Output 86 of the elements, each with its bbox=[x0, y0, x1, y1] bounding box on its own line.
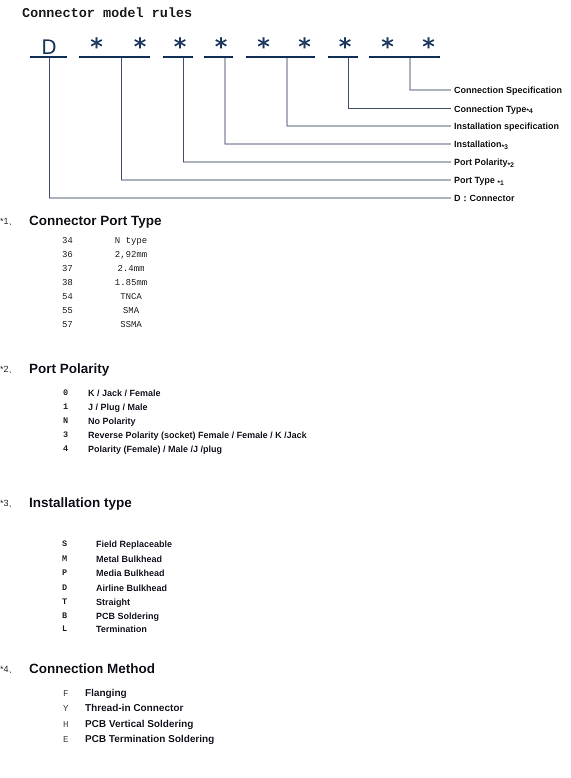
meaning-text: Flanging bbox=[85, 688, 127, 700]
meaning-text: Media Bulkhead bbox=[96, 568, 165, 578]
code-text: 38 bbox=[62, 278, 73, 288]
underline-bar bbox=[369, 56, 440, 58]
meaning-text: N type bbox=[114, 236, 148, 246]
section-heading: Installation type bbox=[29, 495, 132, 511]
meaning-text: Metal Bulkhead bbox=[96, 554, 162, 564]
footnote-mark: *3、 bbox=[0, 497, 18, 509]
code-character: * bbox=[422, 38, 435, 56]
code-text: E bbox=[63, 734, 68, 746]
meaning-text: Straight bbox=[96, 596, 130, 608]
meaning-text: J / Plug / Male bbox=[88, 402, 148, 412]
meaning-text: PCB Termination Soldering bbox=[85, 734, 214, 746]
leader-line bbox=[348, 58, 452, 109]
underline-bar bbox=[79, 56, 150, 58]
underline-bar bbox=[246, 56, 315, 58]
code-character: * bbox=[381, 38, 394, 56]
code-text: 57 bbox=[62, 320, 73, 330]
field-label: Port Polarity$_{*2}$ bbox=[451, 156, 514, 168]
section-heading: Connector Port Type bbox=[29, 213, 162, 229]
code-character: * bbox=[214, 38, 228, 56]
meaning-text: No Polarity bbox=[88, 416, 136, 426]
section-heading: Port Polarity bbox=[29, 361, 110, 377]
code-text: T bbox=[62, 596, 68, 608]
code-text: F bbox=[63, 688, 68, 700]
leader-line bbox=[183, 58, 452, 162]
code-text: D bbox=[62, 582, 68, 594]
meaning-text: Thread-in Connector bbox=[85, 703, 184, 715]
code-text: H bbox=[63, 719, 68, 731]
field-label: D：Connector bbox=[451, 192, 514, 204]
underline-bar bbox=[328, 56, 358, 58]
meaning-text: TNCA bbox=[120, 292, 142, 302]
leader-line bbox=[224, 58, 452, 144]
code-character: D bbox=[41, 38, 57, 56]
code-text: 36 bbox=[62, 250, 73, 260]
code-text: Y bbox=[63, 703, 68, 715]
field-label: Installation specification bbox=[451, 120, 560, 132]
code-text: N bbox=[63, 416, 68, 426]
code-text: 4 bbox=[63, 444, 68, 454]
meaning-text: K / Jack / Female bbox=[88, 388, 161, 398]
field-label: Connection Type$_{*4}$ bbox=[451, 102, 533, 114]
meaning-text: Reverse Polarity (socket) Female / Female / K /Jack bbox=[88, 430, 307, 440]
diagram-title: Connector model rules bbox=[22, 7, 192, 23]
meaning-text: 2,92mm bbox=[114, 250, 148, 260]
meaning-text: 2.4mm bbox=[118, 264, 144, 274]
meaning-text: Field Replaceable bbox=[96, 538, 172, 550]
code-text: M bbox=[62, 554, 68, 564]
field-label: Connection Specification bbox=[451, 84, 562, 96]
code-character: * bbox=[257, 38, 270, 56]
leader-line bbox=[410, 58, 452, 90]
code-text: 1 bbox=[63, 402, 68, 412]
code-text: 54 bbox=[62, 292, 73, 302]
leader-line bbox=[286, 58, 452, 126]
code-text: S bbox=[62, 538, 68, 550]
meaning-text: PCB Soldering bbox=[96, 610, 160, 622]
code-character: * bbox=[298, 38, 311, 56]
footnote-mark: *2、 bbox=[0, 363, 18, 375]
code-character: * bbox=[174, 38, 186, 56]
underline-bar bbox=[163, 56, 193, 58]
meaning-text: SSMA bbox=[120, 320, 142, 330]
meaning-text: SMA bbox=[122, 306, 140, 316]
code-text: 0 bbox=[63, 388, 68, 398]
code-character: * bbox=[90, 38, 103, 56]
underline-bar bbox=[30, 56, 67, 58]
code-character: * bbox=[338, 38, 352, 56]
code-text: 34 bbox=[62, 236, 73, 246]
code-text: 55 bbox=[62, 306, 73, 316]
leader-line bbox=[49, 58, 452, 198]
meaning-text: 1.85mm bbox=[114, 278, 148, 288]
field-label: Port Type $_{*1}$ bbox=[451, 174, 504, 186]
meaning-text: Termination bbox=[96, 624, 147, 634]
footnote-mark: *4、 bbox=[0, 663, 18, 675]
meaning-text: PCB Vertical Soldering bbox=[85, 719, 194, 731]
code-character: * bbox=[134, 38, 146, 56]
section-heading: Connection Method bbox=[29, 661, 155, 677]
underline-bar bbox=[204, 56, 233, 58]
field-label: Installation$_{*3}$ bbox=[451, 138, 508, 150]
code-text: 3 bbox=[63, 430, 68, 440]
footnote-mark: *1、 bbox=[0, 215, 18, 227]
code-text: 37 bbox=[62, 264, 73, 274]
code-text: L bbox=[62, 624, 68, 634]
code-text: B bbox=[62, 610, 68, 622]
meaning-text: Airline Bulkhead bbox=[96, 582, 168, 594]
code-text: P bbox=[62, 568, 68, 578]
leader-line bbox=[121, 58, 452, 180]
meaning-text: Polarity (Female) / Male /J /plug bbox=[88, 444, 222, 454]
